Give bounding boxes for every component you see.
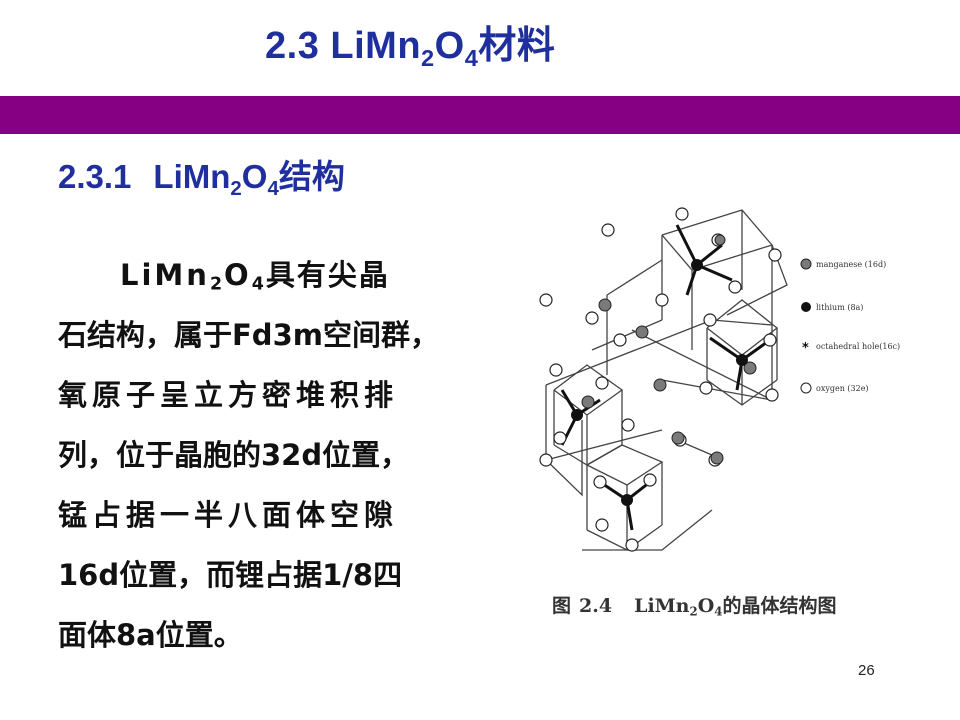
legend-oxygen-icon (800, 382, 812, 394)
manganese-atom (598, 298, 612, 312)
oxygen-atom (613, 333, 627, 347)
oxygen-atom (601, 223, 615, 237)
title-suffix: 材料 (478, 25, 556, 67)
oxygen-atom (643, 473, 657, 487)
crystal-structure-diagram: manganese (16d) lithium (8a) * octahedra… (539, 207, 900, 552)
oxygen-atom (768, 248, 782, 262)
oxygen-atom (593, 475, 607, 489)
title-formula: LiMn2O4 (330, 25, 479, 72)
section-formula: LiMn2O4 (153, 158, 279, 201)
manganese-atom (581, 395, 595, 409)
oxygen-atom (539, 453, 553, 467)
legend-manganese-label: manganese (16d) (816, 260, 886, 269)
oxygen-atom (675, 207, 689, 221)
title-number: 2.3 (265, 25, 320, 67)
oxygen-atom (595, 518, 609, 532)
oxygen-atom (625, 538, 639, 552)
oxygen-atom (621, 418, 635, 432)
manganese-atoms (581, 234, 757, 465)
oxygen-atom (728, 280, 742, 294)
crystal-structure-figure: manganese (16d) lithium (8a) * octahedra… (532, 200, 932, 640)
caption-number: 2.4 (579, 595, 613, 617)
lithium-atom (736, 354, 748, 366)
legend-manganese-icon (800, 258, 812, 270)
legend-lithium-label: lithium (8a) (816, 303, 863, 312)
body-paragraph: LiMn2O4具有尖晶 石结构，属于Fd3m空间群， 氧原子呈立方密堆积排 列，… (58, 245, 474, 665)
caption-suffix: 的晶体结构图 (722, 595, 837, 617)
caption-prefix: 图 (552, 595, 572, 617)
body-line-5: 锰占据一半八面体空隙 (58, 498, 399, 532)
body-line-2: 石结构，属于Fd3m空间群， (58, 318, 439, 352)
legend-lithium-icon (801, 302, 811, 312)
body-line-3: 氧原子呈立方密堆积排 (58, 378, 399, 412)
manganese-atom (635, 325, 649, 339)
figure-caption: 图 2.4 LiMn2O4的晶体结构图 (552, 591, 836, 618)
body-line-6: 16d位置，而锂占据1/8四 (58, 558, 403, 592)
body-line-4: 列，位于晶胞的32d位置， (58, 438, 410, 472)
oxygen-atom (655, 293, 669, 307)
oxygen-atom (595, 376, 609, 390)
lithium-atom (621, 494, 633, 506)
oxygen-atom (765, 388, 779, 402)
slide-title: 2.3 LiMn2O4材料 (265, 14, 556, 72)
oxygen-atom (763, 333, 777, 347)
manganese-atom (671, 431, 685, 445)
manganese-atom (714, 234, 726, 246)
legend-hole-label: octahedral hole(16c) (816, 342, 900, 351)
body-line-1: LiMn2O4具有尖晶 (120, 258, 390, 295)
oxygen-atom (585, 311, 599, 325)
unit-cell-lines (545, 209, 788, 551)
figure-legend: manganese (16d) lithium (8a) * octahedra… (800, 258, 900, 394)
lithium-atoms (571, 259, 748, 506)
section-heading: 2.3.1 LiMn2O4结构 (58, 150, 345, 201)
li-o-bonds (560, 224, 771, 531)
section-number: 2.3.1 (58, 158, 132, 195)
oxygen-atom (553, 431, 567, 445)
manganese-atom (743, 361, 757, 375)
legend-star-icon: * (802, 341, 809, 356)
page-number: 26 (858, 662, 875, 679)
oxygen-atom (699, 381, 713, 395)
lithium-atom (691, 259, 703, 271)
oxygen-atom (539, 293, 553, 307)
body-line-7: 面体8a位置。 (58, 618, 243, 652)
section-suffix: 结构 (278, 158, 345, 195)
caption-formula: LiMn2O4 (634, 595, 723, 619)
title-divider-band (0, 96, 960, 134)
oxygen-atom (549, 363, 563, 377)
manganese-atom (653, 378, 667, 392)
legend-oxygen-label: oxygen (32e) (816, 384, 869, 393)
lithium-atom (571, 409, 583, 421)
oxygen-atom (703, 313, 717, 327)
manganese-atom (710, 451, 724, 465)
